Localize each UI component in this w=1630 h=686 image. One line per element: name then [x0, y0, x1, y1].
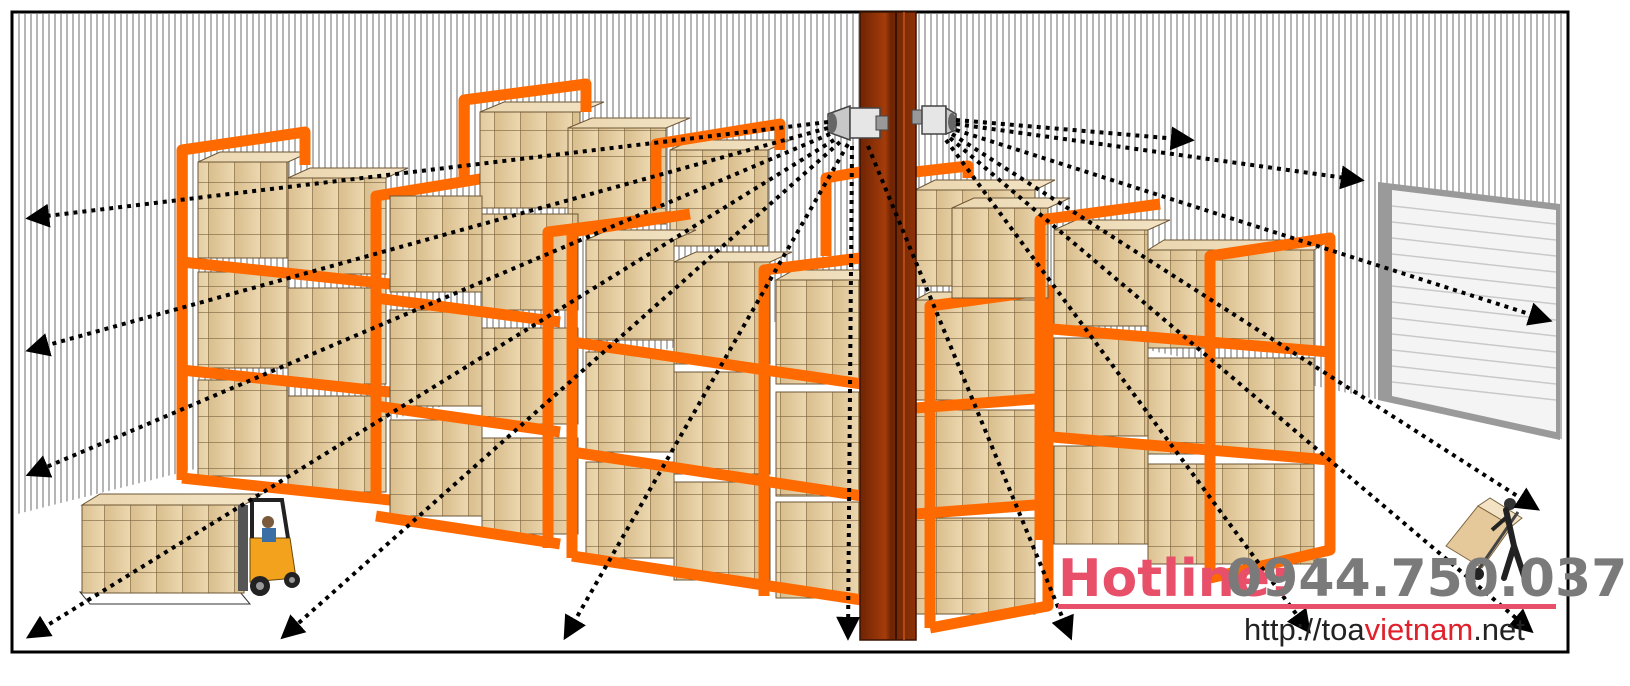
- url-brand: vietnam: [1365, 612, 1474, 647]
- pallet-rack-left: [176, 126, 499, 506]
- box-stack: [585, 139, 880, 599]
- coverage-arrow: [950, 132, 1541, 511]
- pallet-rack-far-right: [951, 197, 1336, 584]
- box-stack: [197, 151, 409, 493]
- url-suffix: .net: [1473, 612, 1525, 647]
- hand-truck-worker-icon: [1445, 497, 1527, 581]
- pallet-rack-center-front: [566, 118, 880, 606]
- sound-coverage-arrows: [25, 118, 1553, 641]
- box-stack: [951, 197, 1332, 565]
- floor-pallet: [78, 493, 264, 605]
- hotline-banner: Hotline: 0944.750.037: [1058, 549, 1627, 609]
- horn-speaker-icon: [827, 104, 889, 142]
- coverage-arrow: [948, 136, 1534, 634]
- forklift-icon: [238, 498, 300, 596]
- svg-text:http://toavietnam.net: http://toavietnam.net: [1244, 612, 1525, 647]
- hotline-underline: [1058, 604, 1556, 609]
- coverage-arrow: [280, 140, 842, 640]
- coverage-arrow: [25, 126, 829, 357]
- url-prefix: http://toa: [1244, 612, 1365, 647]
- coverage-arrow: [866, 145, 1074, 641]
- coverage-arrow: [836, 145, 861, 641]
- hotline-number: 0944.750.037: [1226, 549, 1627, 609]
- pallet-rack-center-back: [375, 78, 691, 550]
- coverage-arrow: [25, 120, 829, 228]
- coverage-arrow: [955, 118, 1195, 151]
- hotline-label: Hotline:: [1058, 549, 1291, 609]
- website-link[interactable]: http://toavietnam.net: [1244, 612, 1525, 647]
- box-stack: [389, 101, 691, 535]
- coverage-arrow: [25, 132, 831, 478]
- coverage-arrow: [944, 138, 1311, 634]
- roller-door-icon: [1378, 182, 1560, 440]
- steel-pillar: [859, 11, 917, 641]
